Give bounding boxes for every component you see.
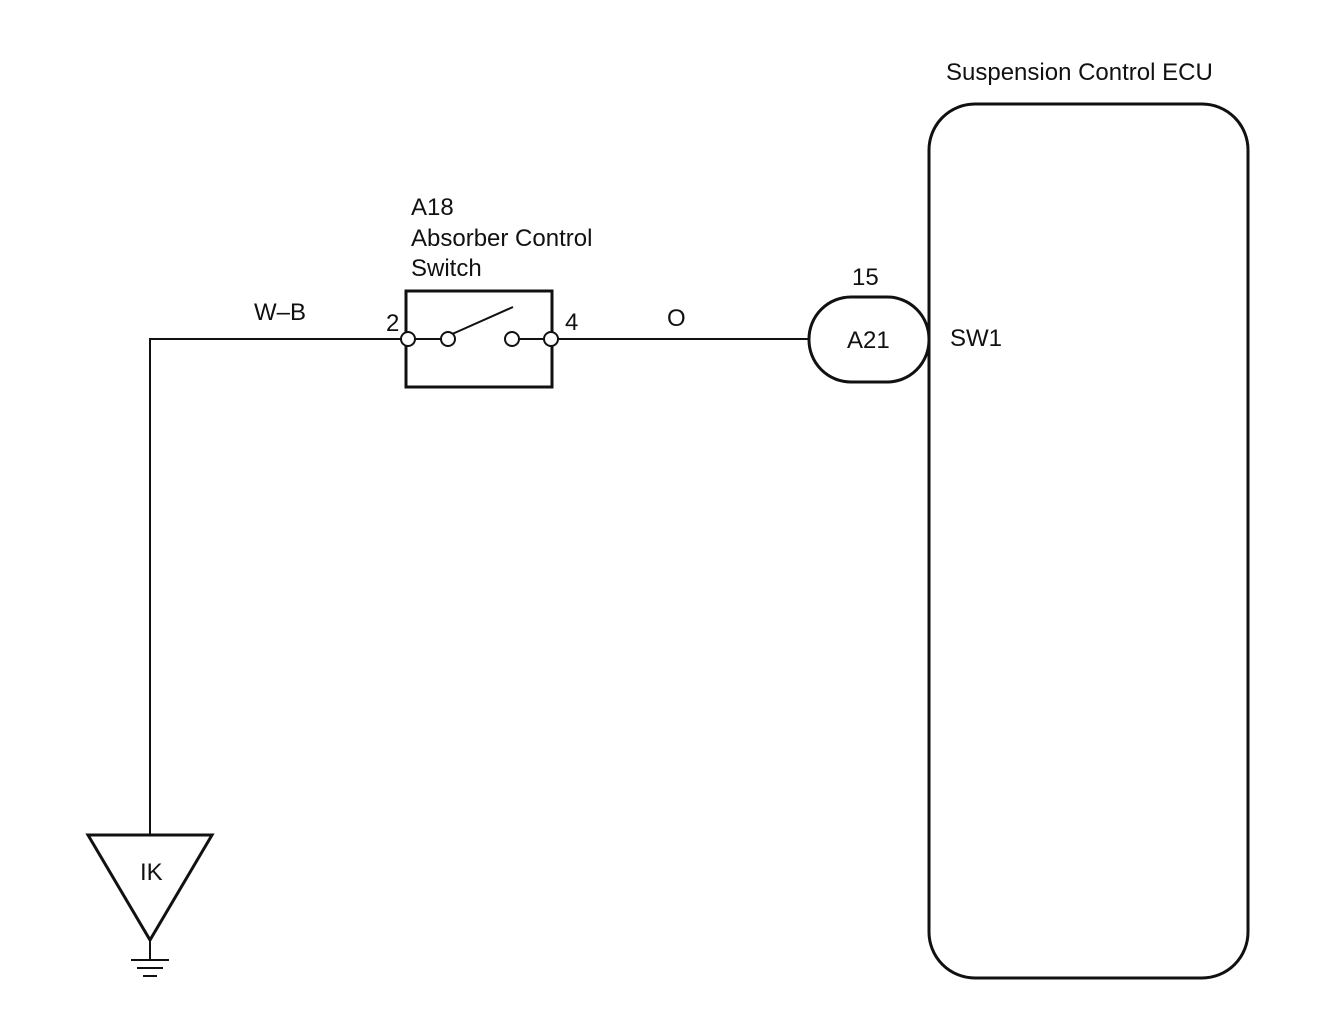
switch-name-line1: Absorber Control [411, 225, 592, 252]
connector-a21 [807, 295, 931, 384]
switch-pin-right: 4 [565, 309, 578, 336]
ground-wire [149, 338, 408, 835]
ecu-pin-label: SW1 [950, 325, 1002, 352]
ground-point-label: IK [140, 859, 163, 886]
switch-terminal-right [543, 331, 559, 347]
ecu-title: Suspension Control ECU [946, 59, 1213, 86]
signal-wire-color-label: O [667, 305, 686, 332]
connector-code: A21 [847, 327, 890, 354]
switch-code: A18 [411, 194, 454, 221]
switch-contact-right [504, 331, 520, 347]
switch-contact-left [440, 331, 456, 347]
switch-pin-left: 2 [386, 310, 399, 337]
ground-point-triangle [85, 833, 215, 943]
ground-wire-color-label: W–B [254, 299, 306, 326]
connector-pin: 15 [852, 264, 879, 291]
ground-icon [131, 959, 169, 977]
ecu-box [927, 102, 1250, 980]
switch-name-line2: Switch [411, 255, 482, 282]
switch-contact-arm [449, 306, 514, 336]
switch-terminal-left [400, 331, 416, 347]
